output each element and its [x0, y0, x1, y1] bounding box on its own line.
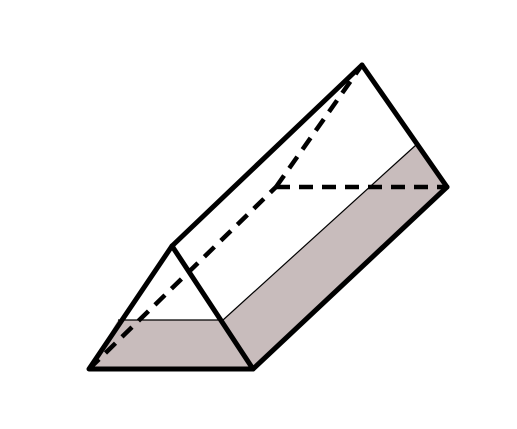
visible-edges — [86, 62, 450, 372]
hidden-edge-back-apex — [274, 63, 364, 189]
front-triangle-face — [86, 243, 256, 372]
liquid-side-face — [223, 145, 447, 369]
edge-top-ridge — [169, 62, 365, 249]
liquid-fill — [89, 145, 447, 369]
hidden-edges — [87, 63, 447, 371]
liquid-surface-lines — [118, 144, 417, 321]
hidden-edge-back-left — [87, 185, 278, 371]
liquid-line-side — [222, 144, 417, 321]
edge-back-right — [359, 62, 450, 190]
edge-bottom-right — [250, 184, 450, 372]
liquid-front-face — [89, 320, 253, 369]
